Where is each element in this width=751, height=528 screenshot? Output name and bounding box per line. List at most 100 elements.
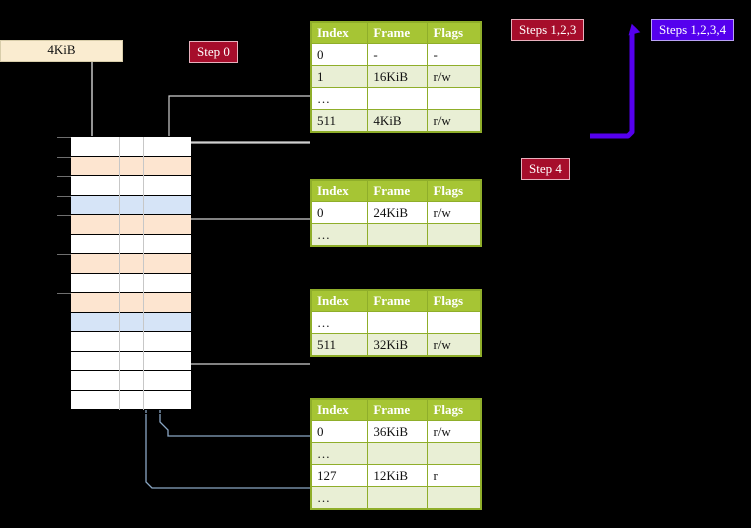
memory-row-tick: [57, 215, 71, 216]
column-header: Index: [310, 180, 369, 202]
table-cell: 0: [310, 201, 369, 224]
table-cell: -: [427, 43, 481, 66]
column-header: Frame: [367, 290, 429, 312]
table-cell: 511: [310, 333, 369, 356]
table-cell: 0: [310, 43, 369, 66]
table-cell: …: [310, 223, 369, 246]
table-cell: 24KiB: [367, 201, 429, 224]
memory-row-tick: [57, 195, 71, 197]
column-header: Flags: [427, 180, 481, 202]
memory-column-divider: [143, 137, 144, 410]
table-cell: 0: [310, 420, 369, 443]
column-header: Flags: [427, 399, 481, 421]
memory-row: [71, 390, 191, 410]
badge-step-0: Step 0: [189, 41, 238, 63]
table-cell: …: [310, 311, 369, 334]
table-cell: [367, 442, 429, 465]
column-header: Index: [310, 290, 369, 312]
column-header: Frame: [367, 180, 429, 202]
memory-row-tick: [57, 137, 71, 138]
table-cell: …: [310, 486, 369, 509]
memory-row: [71, 273, 191, 293]
table-cell: 1: [310, 65, 369, 88]
table-cell: [427, 311, 481, 334]
physical-memory-column: [57, 136, 191, 414]
table-cell: -: [367, 43, 429, 66]
table-cell: 32KiB: [367, 333, 429, 356]
memory-row: [71, 254, 191, 274]
badge-step-4-label: Step 4: [529, 161, 562, 176]
memory-row: [71, 293, 191, 313]
table-cell: r/w: [427, 109, 481, 132]
column-header: Index: [310, 399, 369, 421]
memory-row-tick: [57, 254, 71, 255]
badge-steps-1234: Steps 1,2,3,4: [651, 19, 735, 41]
column-header: Flags: [427, 290, 481, 312]
table-cell: r/w: [427, 333, 481, 356]
table-row[interactable]: …: [310, 486, 481, 509]
memory-row: [71, 312, 191, 332]
table-cell: [367, 87, 429, 110]
table-cell: 127: [310, 464, 369, 487]
memory-row: [71, 176, 191, 196]
memory-row-tick: [57, 293, 71, 294]
table-cell: 4KiB: [367, 109, 429, 132]
table-row[interactable]: …: [310, 223, 481, 246]
table-cell: …: [310, 87, 369, 110]
column-header: Index: [310, 22, 369, 44]
badge-steps-123-label: Steps 1,2,3: [519, 22, 577, 37]
table-cell: [367, 223, 429, 246]
memory-row: [71, 137, 191, 157]
table-cell: [367, 311, 429, 334]
memory-column-divider: [119, 137, 120, 410]
table-cell: r/w: [427, 201, 481, 224]
memory-row: [71, 156, 191, 176]
table-cell: 36KiB: [367, 420, 429, 443]
table-cell: r/w: [427, 65, 481, 88]
table-row[interactable]: …: [310, 442, 481, 465]
table-cell: [427, 486, 481, 509]
table-row[interactable]: 0--: [310, 43, 481, 66]
memory-row: [71, 195, 191, 215]
badge-step-4: Step 4: [521, 158, 570, 180]
memory-row: [71, 332, 191, 352]
wire-l0-511-to-memory: [168, 95, 310, 143]
badge-steps-1234-label: Steps 1,2,3,4: [659, 22, 727, 37]
table-cell: r/w: [427, 420, 481, 443]
memory-row: [71, 215, 191, 235]
memory-row: [71, 371, 191, 391]
badge-steps-123: Steps 1,2,3: [511, 19, 585, 41]
wire-steps-1234-arrow: [590, 23, 641, 139]
memory-row: [71, 234, 191, 254]
column-header: Frame: [367, 22, 429, 44]
table-cell: [427, 442, 481, 465]
table-row[interactable]: …: [310, 87, 481, 110]
table-cell: 16KiB: [367, 65, 429, 88]
memory-row-tick: [57, 176, 71, 177]
column-header: Flags: [427, 22, 481, 44]
table-row[interactable]: …: [310, 311, 481, 334]
column-header: Frame: [367, 399, 429, 421]
table-cell: r: [427, 464, 481, 487]
memory-row-tick: [57, 156, 71, 158]
table-cell: [427, 223, 481, 246]
badge-step-0-label: Step 0: [197, 44, 230, 59]
table-cell: …: [310, 442, 369, 465]
table-cell: 12KiB: [367, 464, 429, 487]
kib-frame-label: 4KiB: [47, 42, 76, 57]
